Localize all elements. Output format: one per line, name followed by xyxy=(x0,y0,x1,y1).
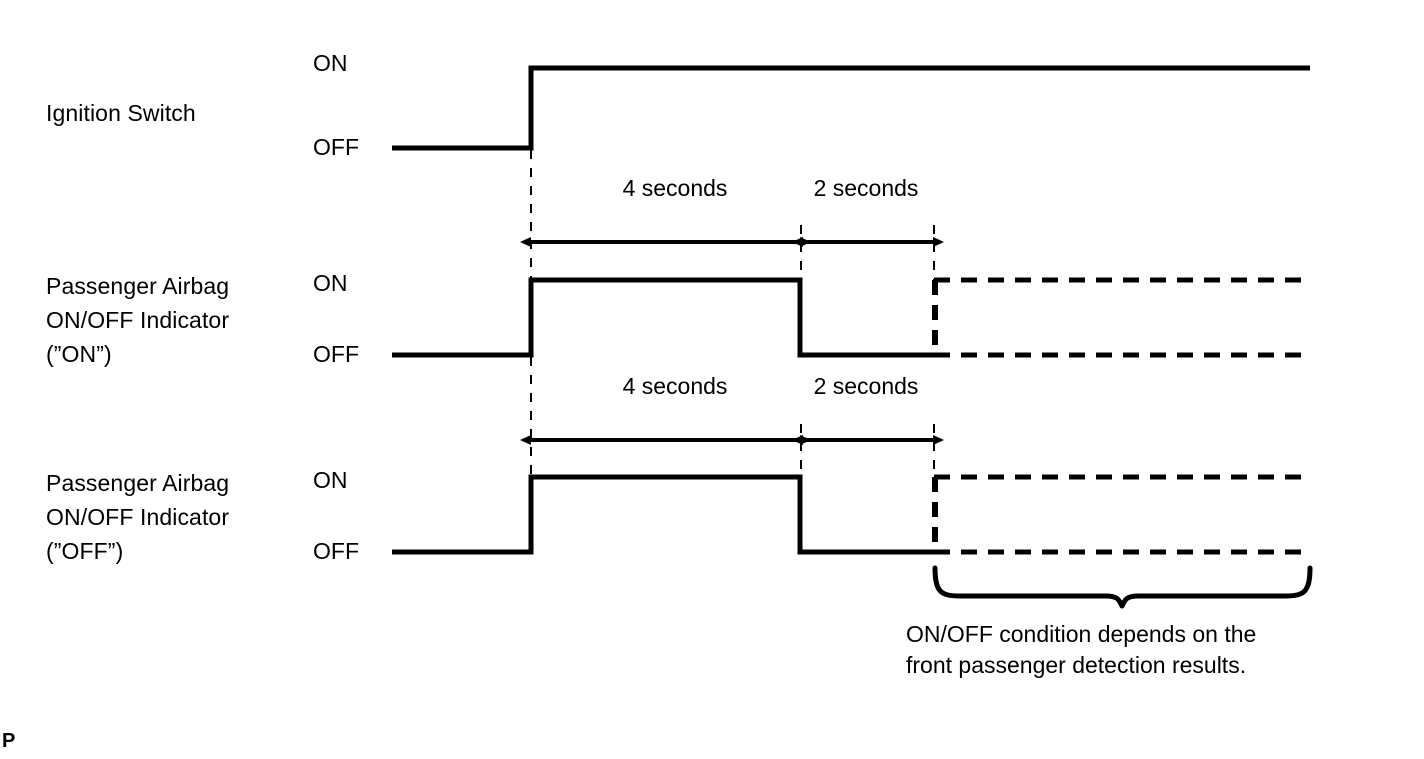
waveform-indicator-off xyxy=(392,474,1310,555)
row-label-indicator-off-line3: (”OFF”) xyxy=(46,538,124,564)
page-mark: P xyxy=(2,730,16,752)
ignition-switch-trace xyxy=(392,65,1310,151)
interval-label-4-seconds-bottom: 4 seconds xyxy=(622,373,728,399)
row-label-indicator-on-line1: Passenger Airbag xyxy=(46,273,230,299)
interval-label-2-seconds-bottom: 2 seconds xyxy=(813,373,919,399)
waveform-ignition-switch xyxy=(392,65,1310,151)
reference-guides xyxy=(530,150,935,478)
row-label-indicator-off-line1: Passenger Airbag xyxy=(46,470,230,496)
interval-label-4-seconds-top: 4 seconds xyxy=(622,175,728,201)
brace-note-line2: front passenger detection results. xyxy=(906,652,1247,678)
interval-label-2-seconds-top: 2 seconds xyxy=(813,175,919,201)
row-label-ignition-switch: Ignition Switch xyxy=(46,100,196,126)
level-label-ignition-off: OFF xyxy=(313,134,359,160)
brace-note-line1: ON/OFF condition depends on the xyxy=(906,621,1257,647)
level-label-indicator-on-high: ON xyxy=(313,270,348,296)
level-label-indicator-on-low: OFF xyxy=(313,341,359,367)
level-label-ignition-on: ON xyxy=(313,50,348,76)
curly-brace xyxy=(932,565,1313,609)
row-label-indicator-off-line2: ON/OFF Indicator xyxy=(46,504,230,530)
curly-brace-path xyxy=(932,565,1313,609)
indicator-on-trace-solid xyxy=(392,277,936,358)
level-label-indicator-off-low: OFF xyxy=(313,538,359,564)
row-label-indicator-on-line3: (”ON”) xyxy=(46,341,112,367)
waveform-indicator-on xyxy=(392,277,1310,358)
row-label-indicator-on-line2: ON/OFF Indicator xyxy=(46,307,230,333)
indicator-off-trace-solid xyxy=(392,474,936,555)
level-label-indicator-off-high: ON xyxy=(313,467,348,493)
